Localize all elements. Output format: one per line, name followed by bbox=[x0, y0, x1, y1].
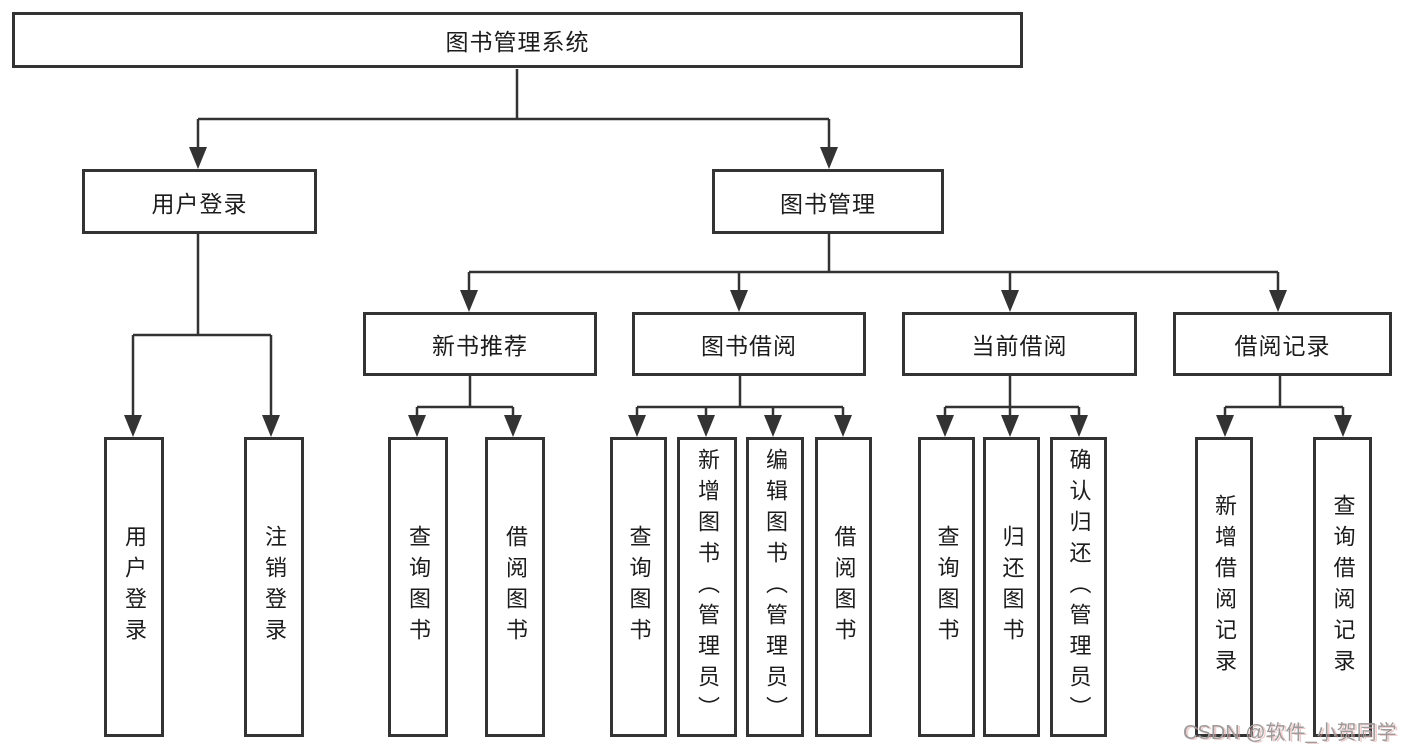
node-book-management: 图书管理 bbox=[712, 169, 944, 234]
node-root-system: 图书管理系统 bbox=[12, 12, 1023, 68]
leaf-borrow-books-recommend-label: 借阅图书 bbox=[503, 525, 528, 649]
node-new-book-recommend: 新书推荐 bbox=[363, 312, 597, 376]
node-user-login: 用户登录 bbox=[82, 169, 317, 234]
leaf-query-borrow-record-label: 查询借阅记录 bbox=[1330, 494, 1356, 680]
csdn-watermark: CSDN @软件_小贺同学 bbox=[1183, 722, 1397, 744]
leaf-query-books-recommend-label: 查询图书 bbox=[406, 525, 431, 649]
leaf-add-borrow-record-label: 新增借阅记录 bbox=[1212, 494, 1237, 680]
leaf-query-books-borrow-label: 查询图书 bbox=[626, 525, 652, 649]
leaf-query-books-borrow: 查询图书 bbox=[610, 437, 667, 737]
node-book-borrow: 图书借阅 bbox=[632, 312, 866, 376]
leaf-query-borrow-record: 查询借阅记录 bbox=[1313, 437, 1372, 737]
node-current-borrow: 当前借阅 bbox=[902, 312, 1137, 376]
leaf-logout-label: 注销登录 bbox=[262, 525, 287, 649]
node-borrow-records: 借阅记录 bbox=[1173, 312, 1392, 376]
leaf-borrow-books-recommend: 借阅图书 bbox=[485, 437, 545, 737]
leaf-return-book-label: 归还图书 bbox=[999, 525, 1025, 649]
leaf-edit-book-admin-label: 编辑图书（管理员） bbox=[763, 447, 788, 727]
leaf-borrow-books-label: 借阅图书 bbox=[831, 525, 857, 649]
leaf-query-books-current: 查询图书 bbox=[918, 437, 975, 737]
leaf-user-login: 用户登录 bbox=[104, 437, 164, 737]
leaf-borrow-books: 借阅图书 bbox=[815, 437, 872, 737]
leaf-confirm-return-admin-label: 确认归还（管理员） bbox=[1066, 447, 1092, 727]
leaf-add-book-admin-label: 新增图书（管理员） bbox=[695, 447, 720, 727]
leaf-query-books-recommend: 查询图书 bbox=[388, 437, 448, 737]
leaf-logout: 注销登录 bbox=[244, 437, 304, 737]
leaf-add-borrow-record: 新增借阅记录 bbox=[1195, 437, 1253, 737]
leaf-edit-book-admin: 编辑图书（管理员） bbox=[746, 437, 804, 737]
leaf-confirm-return-admin: 确认归还（管理员） bbox=[1050, 437, 1107, 737]
leaf-user-login-label: 用户登录 bbox=[122, 525, 147, 649]
leaf-return-book: 归还图书 bbox=[983, 437, 1040, 737]
leaf-add-book-admin: 新增图书（管理员） bbox=[677, 437, 737, 737]
leaf-query-books-current-label: 查询图书 bbox=[934, 525, 960, 649]
